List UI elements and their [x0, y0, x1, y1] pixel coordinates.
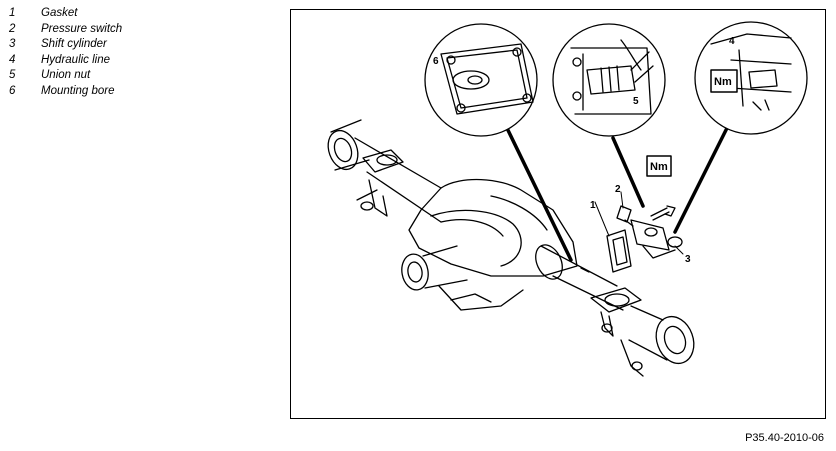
- legend-label: Hydraulic line: [41, 53, 111, 66]
- detail-circle-mounting-bore: [424, 23, 538, 137]
- legend-list: 1 Gasket 2 Pressure switch 3 Shift cylinder…: [9, 6, 122, 99]
- axle-illustration: 1 2 3 6 5 4 Nm Nm: [327, 21, 808, 377]
- figure-code: P35.40-2010-06: [745, 432, 824, 444]
- rear-axle-drawing: [327, 119, 695, 377]
- torque-label: Nm: [650, 161, 668, 173]
- torque-label-detail: Nm: [714, 76, 732, 88]
- legend-number: 1: [9, 7, 16, 19]
- legend-label: Union nut: [41, 69, 91, 81]
- legend-number: 3: [9, 38, 16, 50]
- legend-item: 1 Gasket: [9, 6, 122, 22]
- legend-item: 4 Hydraulic line: [9, 53, 122, 69]
- exploded-parts-drawing: [606, 205, 683, 273]
- legend-number: 2: [9, 22, 16, 35]
- legend-label: Gasket: [41, 7, 78, 19]
- callout-5: 5: [633, 96, 639, 107]
- legend-number: 4: [9, 53, 16, 66]
- legend-number: 6: [9, 84, 16, 97]
- legend-label: Mounting bore: [41, 84, 115, 97]
- legend-item: 6 Mounting bore: [9, 84, 122, 100]
- callout-2: 2: [615, 184, 621, 195]
- legend-item: 2 Pressure switch: [9, 22, 122, 38]
- callout-3: 3: [685, 254, 691, 265]
- figure-frame: 1 2 3 6 5 4 Nm Nm: [290, 9, 826, 419]
- legend-label: Pressure switch: [41, 22, 123, 35]
- detail-circle-hydraulic-line: [694, 21, 808, 135]
- legend-label: Shift cylinder: [41, 38, 107, 50]
- callout-6: 6: [433, 56, 439, 67]
- callout-4: 4: [729, 36, 735, 47]
- legend-item: 3 Shift cylinder: [9, 37, 122, 53]
- detail-circle-union-nut: [552, 23, 666, 137]
- callout-1: 1: [590, 200, 596, 211]
- legend-number: 5: [9, 69, 16, 81]
- legend-item: 5 Union nut: [9, 68, 122, 84]
